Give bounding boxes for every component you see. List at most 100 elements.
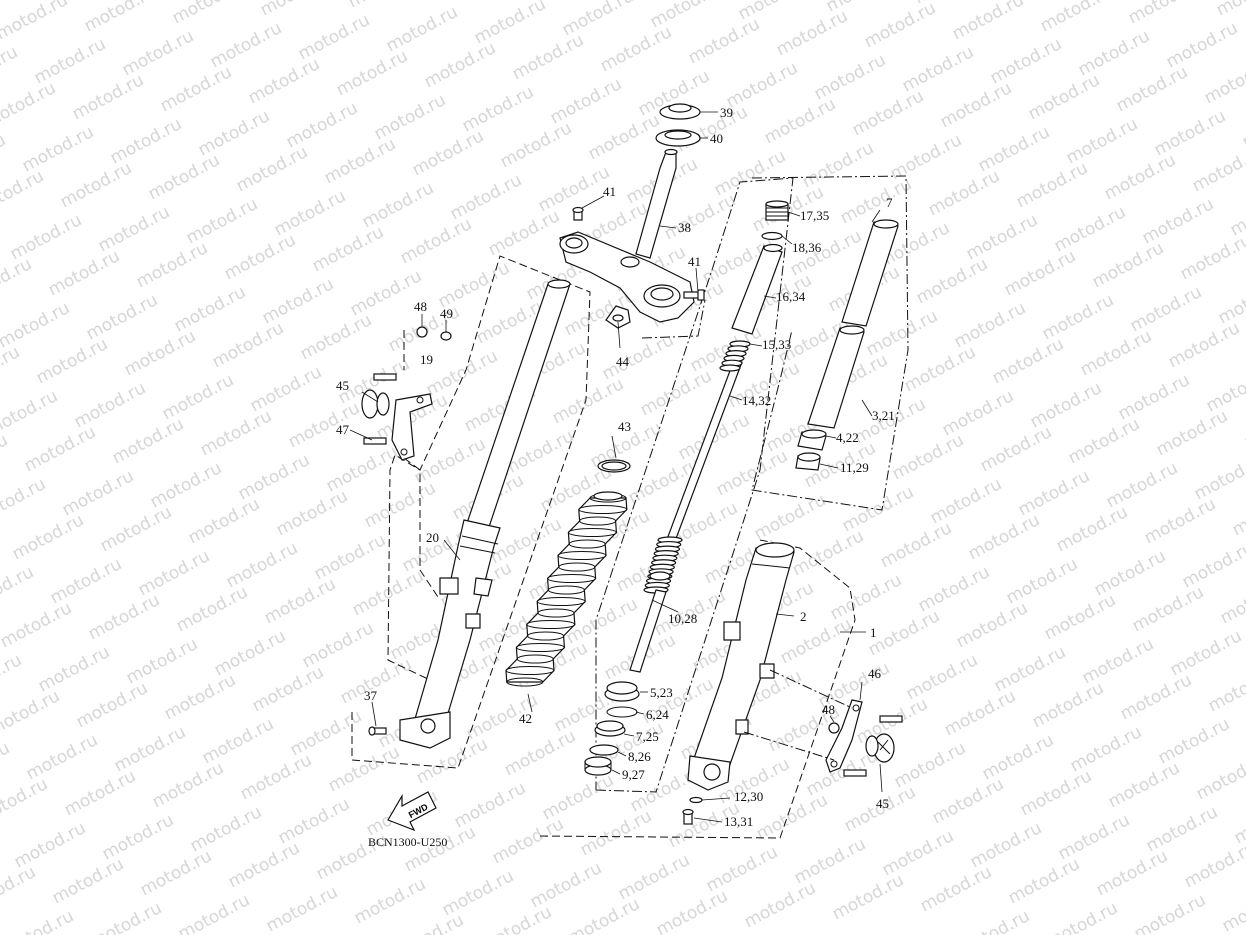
watermark-text: motod.ru [1191,450,1246,504]
watermark-text: motod.ru [1039,290,1117,344]
dust-boot-fold [578,505,628,514]
watermark-text: motod.ru [1167,626,1245,680]
callout-45-left: 45 [336,378,349,393]
watermark-text: motod.ru [33,334,111,388]
watermark-text: motod.ru [259,274,337,328]
watermark-text: motod.ru [157,62,235,116]
watermark-text: motod.ru [497,118,575,172]
watermark-text: motod.ru [711,146,789,200]
watermark-text: motod.ru [133,238,211,292]
watermark-text: motod.ru [389,910,467,935]
cable-holder-44 [605,305,631,329]
watermark-text: motod.ru [723,58,801,112]
watermark-text: motod.ru [1077,326,1155,380]
watermark-text: motod.ru [171,282,249,336]
watermark-text: motod.ru [967,818,1045,872]
watermark-text: motod.ru [865,606,943,660]
callout-20: 20 [426,530,439,545]
watermark-text: motod.ru [83,290,161,344]
dust-boot-fold [516,654,554,664]
watermark-text: motod.ru [397,214,475,268]
watermark-text: motod.ru [0,774,51,828]
grommet-45-right [865,733,895,763]
watermark-text: motod.ru [1239,98,1246,152]
watermark-text: motod.ru [95,202,173,256]
watermark-text: motod.ru [147,458,225,512]
watermark-text: motod.ru [197,406,275,460]
watermark-text: motod.ru [1179,538,1246,592]
callout-40: 40 [710,131,723,146]
watermark-text: motod.ru [1025,70,1103,124]
watermark-text: motod.ru [1113,62,1191,116]
watermark-text: motod.ru [509,30,587,84]
watermark-text: motod.ru [965,510,1043,564]
watermark-text: motod.ru [351,874,429,928]
watermark-text: motod.ru [87,898,165,935]
outer-tube-2 [687,542,795,791]
callout-37: 37 [364,688,378,703]
watermark-text: motod.ru [321,134,399,188]
watermark-text: motod.ru [637,366,715,420]
watermark-text: motod.ru [1241,398,1246,452]
watermark-text: motod.ru [451,778,529,832]
bolt-lower-right [843,769,867,777]
watermark-text: motod.ru [299,618,377,672]
watermark-text: motod.ru [207,18,285,72]
watermark-text: motod.ru [371,90,449,144]
watermark-text: motod.ru [31,34,109,88]
watermark-text: motod.ru [61,766,139,820]
watermark-text: motod.ru [1139,194,1217,248]
callout-1: 1 [870,625,877,640]
watermark-text: motod.ru [939,386,1017,440]
watermark-text: motod.ru [477,902,555,935]
watermark-text: motod.ru [311,530,389,584]
watermark-text: motod.ru [899,42,977,96]
callout-19: 19 [420,352,433,367]
leader-lines [349,111,883,823]
watermark-text: motod.ru [235,450,313,504]
watermark-text: motod.ru [1079,634,1157,688]
watermark-text: motod.ru [273,486,351,540]
watermark-text: motod.ru [1129,582,1207,636]
callout-8-26: 8,26 [628,749,651,764]
watermark-text: motod.ru [423,346,501,400]
watermark-text: motod.ru [547,74,625,128]
watermark-text: motod.ru [285,398,363,452]
callout-15-33: 15,33 [762,337,791,352]
watermark-text: motod.ru [435,258,513,312]
watermark-text: motod.ru [599,330,677,384]
watermark-text: motod.ru [615,850,693,904]
watermark-text: motod.ru [409,126,487,180]
watermark-text: motod.ru [799,138,877,192]
callout-12-30: 12,30 [734,789,763,804]
watermark-text: motod.ru [1229,486,1246,540]
cap-bolt-17-35 [765,200,789,221]
watermark-text: motod.ru [1053,502,1131,556]
watermark-text: motod.ru [1101,150,1179,204]
watermark-text: motod.ru [1001,246,1079,300]
watermark-text: motod.ru [119,26,197,80]
callout-18-36: 18,36 [792,240,822,255]
watermark-text: motod.ru [527,858,605,912]
watermark-text: motod.ru [1189,142,1246,196]
spring-coil [719,364,741,372]
watermark-text: motod.ru [877,518,955,572]
watermark-text: motod.ru [107,114,185,168]
watermark-text: motod.ru [879,826,957,880]
watermark-text: motod.ru [411,434,489,488]
watermark-text: motod.ru [1015,466,1093,520]
watermark-text: motod.ru [917,862,995,916]
callout-11-29: 11,29 [840,460,869,475]
dust-boot-fold [568,539,606,549]
watermark-text: motod.ru [59,466,137,520]
watermark-text: motod.ru [1125,0,1203,28]
watermark-text: motod.ru [549,374,627,428]
watermark-text: motod.ru [1003,554,1081,608]
left-fork-group-outline [351,255,591,769]
cap-49 [440,331,452,341]
watermark-text: motod.ru [1131,890,1209,935]
watermark-text: motod.ru [333,46,411,100]
dust-boot-fold [536,597,586,606]
watermark-text: motod.ru [85,590,163,644]
watermark-text: motod.ru [987,34,1065,88]
